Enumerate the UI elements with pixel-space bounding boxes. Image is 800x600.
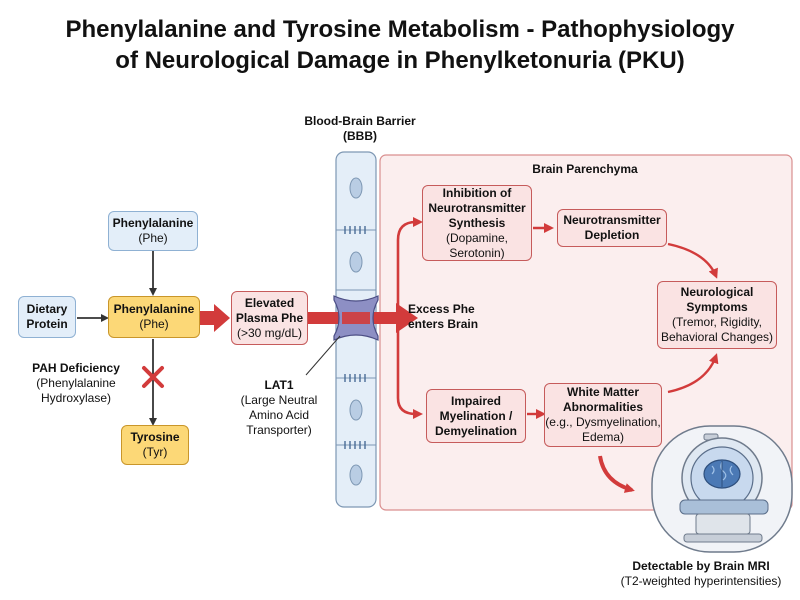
white-matter-sub1: (e.g., Dysmyelination, xyxy=(545,415,661,429)
inhibition-sub1: (Dopamine, xyxy=(445,230,509,245)
pah-sub2: Hydroxylase) xyxy=(40,391,112,405)
arrow-branch-up xyxy=(396,217,423,310)
pah-name: PAH Deficiency xyxy=(32,361,120,375)
dietary-protein-box: Dietary Protein xyxy=(18,296,76,338)
symptoms-sub1: (Tremor, Rigidity, xyxy=(671,315,762,329)
lat1-label: LAT1 (Large Neutral Amino Acid Transport… xyxy=(234,378,324,438)
white-matter-line2: Abnormalities xyxy=(562,400,643,414)
inhibition-synthesis-box: Inhibition of Neurotransmitter Synthesis… xyxy=(422,185,532,261)
phenylalanine-top-name: Phenylalanine xyxy=(112,216,194,230)
bbb-label: Blood-Brain Barrier (BBB) xyxy=(290,114,430,144)
lat1-sub2: Amino Acid xyxy=(248,408,310,422)
mri-name: Detectable by Brain MRI xyxy=(632,559,770,573)
brain-icon xyxy=(703,459,741,489)
arrow-whitematter-to-mri xyxy=(598,455,635,493)
myelination-line2: Myelination / xyxy=(439,408,513,423)
elevated-sub: (>30 mg/dL) xyxy=(236,325,303,340)
arrow-branch-down xyxy=(396,326,423,419)
excess-line1: Excess Phe xyxy=(408,302,475,316)
bbb-label-line1: Blood-Brain Barrier xyxy=(304,114,416,128)
elevated-line2: Plasma Phe xyxy=(235,310,304,325)
excess-phe-label: Excess Phe enters Brain xyxy=(408,302,494,332)
pah-deficiency-label: PAH Deficiency (Phenylalanine Hydroxylas… xyxy=(16,361,136,406)
depletion-line2: Depletion xyxy=(584,228,640,242)
inhibition-line1: Inhibition of xyxy=(442,185,512,200)
mri-label: Detectable by Brain MRI (T2-weighted hyp… xyxy=(606,559,796,589)
myelination-line1: Impaired xyxy=(450,393,501,408)
symptoms-line2: Symptoms xyxy=(686,300,748,314)
pah-sub1: (Phenylalanine xyxy=(36,376,116,390)
elevated-line1: Elevated xyxy=(244,295,295,310)
brain-parenchyma-label: Brain Parenchyma xyxy=(532,162,638,176)
white-matter-box: White Matter Abnormalities (e.g., Dysmye… xyxy=(544,383,662,447)
page-title: Phenylalanine and Tyrosine Metabolism - … xyxy=(0,14,800,76)
symptoms-line1: Neurological xyxy=(680,285,754,299)
white-matter-sub2: Edema) xyxy=(581,430,625,444)
lat1-sub1: (Large Neutral xyxy=(240,393,318,407)
lat1-pointer xyxy=(305,335,341,376)
phenylalanine-top-sub: (Phe) xyxy=(138,231,168,245)
elevated-plasma-phe-box: Elevated Plasma Phe (>30 mg/dL) xyxy=(231,291,308,345)
title-line-1: Phenylalanine and Tyrosine Metabolism - … xyxy=(65,16,735,43)
phenylalanine-main-name: Phenylalanine xyxy=(113,302,195,316)
lat1-transporter-icon xyxy=(333,295,379,341)
arrow-depletion-to-symptoms xyxy=(667,242,718,279)
depletion-line1: Neurotransmitter xyxy=(563,213,661,227)
neurological-symptoms-box: Neurological Symptoms (Tremor, Rigidity,… xyxy=(657,281,777,349)
dietary-protein-line2: Protein xyxy=(26,317,68,331)
bbb-label-line2: (BBB) xyxy=(343,129,377,143)
tyrosine-sub: (Tyr) xyxy=(142,445,168,459)
title-line-2: of Neurological Damage in Phenylketonuri… xyxy=(115,47,685,74)
phenylalanine-main-box: Phenylalanine (Phe) xyxy=(108,296,200,338)
arrow-whitematter-to-symptoms xyxy=(667,353,719,394)
phenylalanine-top-box: Phenylalanine (Phe) xyxy=(108,211,198,251)
tyrosine-name: Tyrosine xyxy=(130,430,180,444)
lat1-name: LAT1 xyxy=(264,378,294,392)
impaired-myelination-box: Impaired Myelination / Demyelination xyxy=(426,389,526,443)
arrow-phe-to-elevated xyxy=(200,304,230,332)
mri-sub: (T2-weighted hyperintensities) xyxy=(620,574,782,588)
myelination-line3: Demyelination xyxy=(434,423,518,438)
phenylalanine-main-sub: (Phe) xyxy=(139,317,169,331)
inhibition-line3: Synthesis xyxy=(448,215,506,230)
mri-scanner-icon xyxy=(651,425,793,553)
lat1-sub3: Transporter) xyxy=(246,423,312,437)
block-x-icon xyxy=(142,366,164,388)
tyrosine-box: Tyrosine (Tyr) xyxy=(121,425,189,465)
dietary-protein-line1: Dietary xyxy=(26,302,68,316)
excess-line2: enters Brain xyxy=(408,317,479,331)
inhibition-sub2: Serotonin) xyxy=(449,245,505,260)
white-matter-line1: White Matter xyxy=(567,385,639,399)
inhibition-line2: Neurotransmitter xyxy=(428,200,526,215)
symptoms-sub2: Behavioral Changes) xyxy=(660,330,774,344)
neurotransmitter-depletion-box: Neurotransmitter Depletion xyxy=(557,209,667,247)
